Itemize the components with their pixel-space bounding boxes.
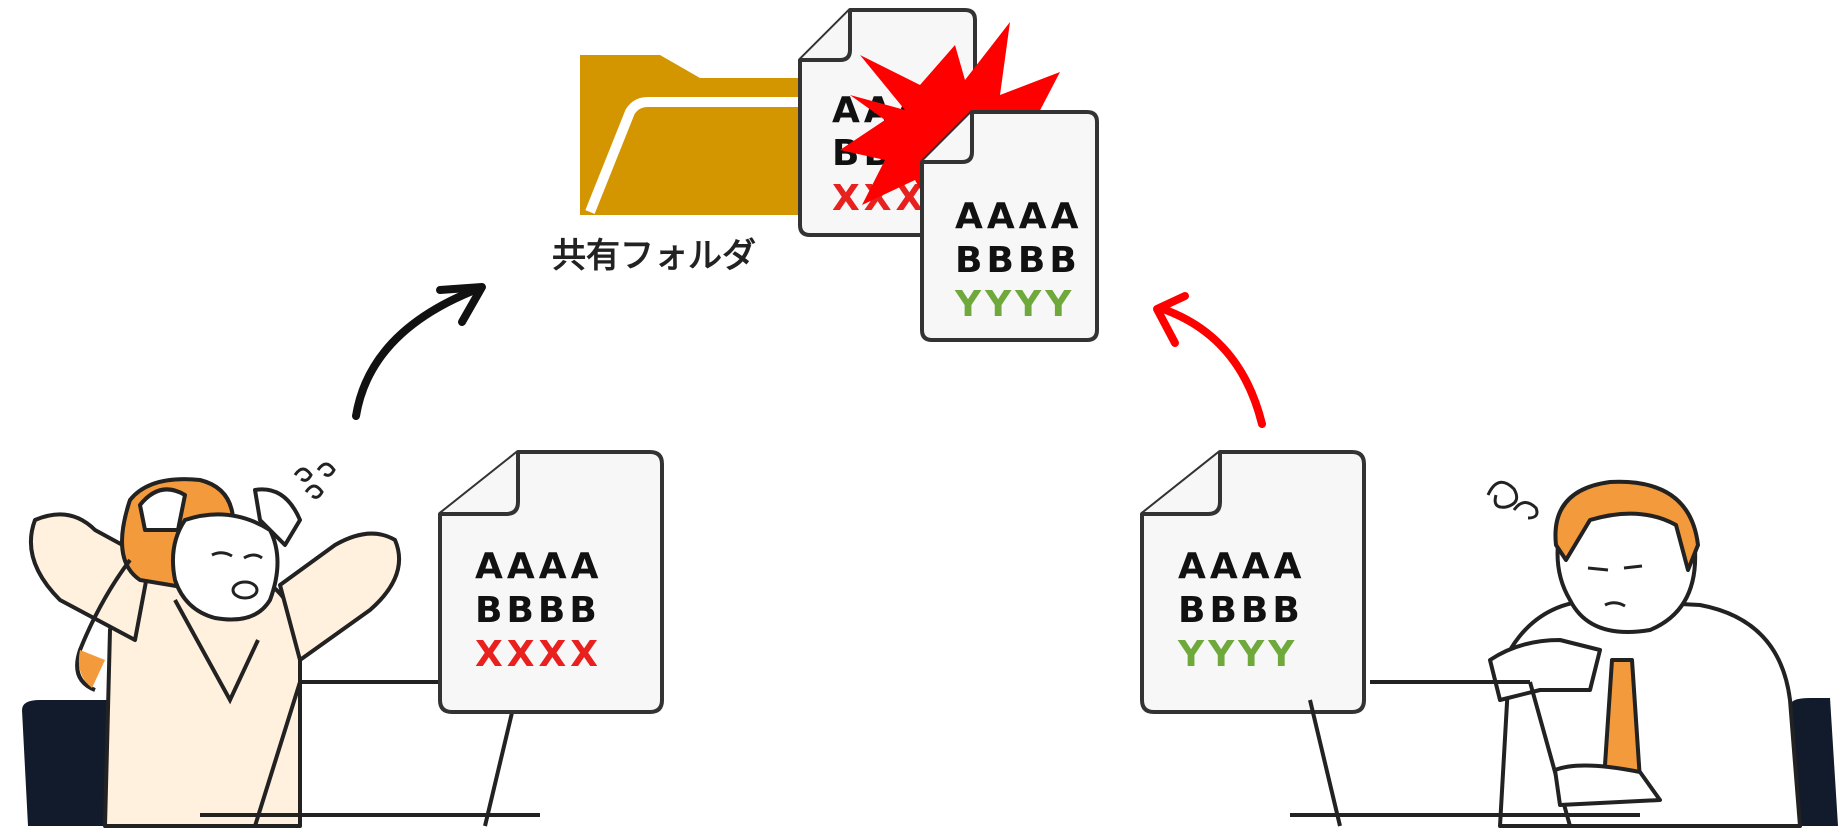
right-user-illustration	[1290, 479, 1838, 828]
dizzy-swirl-icon	[1486, 480, 1539, 520]
right-doc-line-3: YYYY	[1177, 634, 1298, 675]
folder-new-line-2: BBBB	[955, 240, 1081, 281]
curved-arrow-up-left-icon	[1153, 292, 1266, 428]
folder-new-document: AAAA BBBB YYYY	[920, 110, 1099, 342]
left-user-document: AAAA BBBB XXXX	[438, 450, 664, 714]
right-user-document: AAAA BBBB YYYY	[1140, 450, 1366, 714]
folder-label: 共有フォルダ	[552, 236, 756, 276]
left-doc-line-1: AAAA	[475, 546, 602, 587]
right-doc-line-2: BBBB	[1178, 590, 1304, 631]
left-doc-line-2: BBBB	[475, 590, 601, 631]
left-user-illustration	[22, 462, 540, 828]
folder-icon	[580, 55, 800, 215]
left-doc-line-3: XXXX	[475, 634, 602, 675]
right-doc-line-1: AAAA	[1178, 546, 1305, 587]
folder-new-line-3: YYYY	[954, 284, 1075, 325]
explosion-burst-icon	[840, 22, 1062, 225]
folder-new-line-1: AAAA	[955, 196, 1082, 237]
curved-arrow-up-right-icon	[352, 283, 486, 420]
